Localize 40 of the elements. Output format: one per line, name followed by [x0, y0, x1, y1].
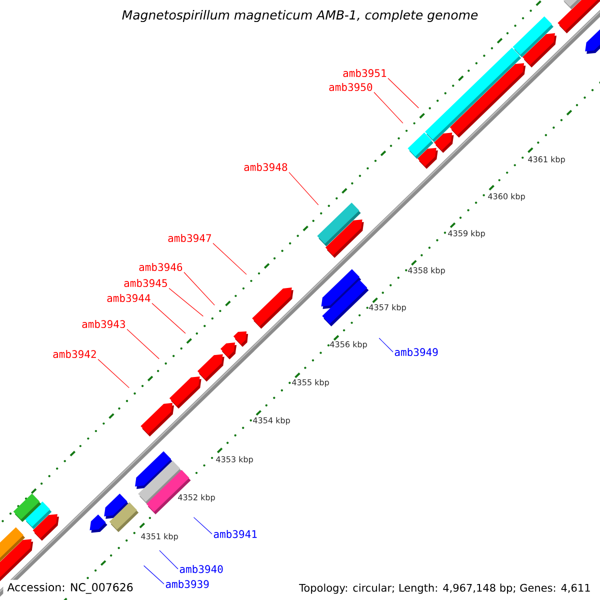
gene-label: amb3943	[82, 320, 125, 328]
scale-label: 4359 kbp	[448, 230, 485, 238]
leader-line	[159, 550, 178, 570]
leader-line	[288, 172, 319, 206]
gene-label: amb3940	[180, 564, 223, 574]
info-text: Accession: NC_007626	[3, 580, 138, 597]
leader-line	[168, 288, 204, 317]
gene-label: amb3946	[139, 262, 182, 272]
scale-label: 4361 kbp	[528, 156, 565, 164]
leader-line	[126, 328, 160, 360]
leader-line	[374, 92, 404, 124]
gene-label: amb3942	[53, 350, 96, 358]
scale-label: 4360 kbp	[488, 193, 525, 201]
leader-line	[193, 517, 212, 534]
leader-line	[378, 338, 394, 352]
gene-label: amb3939	[166, 580, 209, 588]
scale-label: 4356 kbp	[330, 341, 367, 349]
scale-label: 4351 kbp	[141, 533, 178, 541]
gene-label: amb3948	[244, 162, 288, 172]
leader-line	[184, 272, 215, 306]
scale-label: 4353 kbp	[216, 456, 253, 464]
gene-label: amb3941	[214, 530, 257, 538]
gene-label: amb3951	[343, 68, 386, 78]
leader-line	[144, 565, 164, 584]
scale-label: 4357 kbp	[369, 304, 406, 312]
leader-line	[388, 78, 419, 108]
gene-label: amb3944	[107, 294, 150, 302]
info-text: Topology: circular; Length: 4,967,148 bp; Genes: 4,611	[296, 580, 594, 597]
gene-label: amb3949	[394, 348, 438, 356]
leader-line	[152, 302, 186, 334]
scale-label: 4358 kbp	[408, 267, 445, 275]
scale-label: 4354 kbp	[253, 417, 290, 425]
leader-line	[212, 242, 247, 275]
scale-label: 4355 kbp	[292, 379, 329, 387]
gene-label: amb3950	[329, 82, 372, 92]
scale-label: 4352 kbp	[178, 494, 215, 502]
leader-line	[98, 358, 130, 388]
gene-label: amb3947	[168, 234, 211, 242]
map-title: Magnetospirillum magneticum AMB-1, complete genome	[122, 10, 478, 22]
gene-label: amb3945	[124, 278, 167, 288]
